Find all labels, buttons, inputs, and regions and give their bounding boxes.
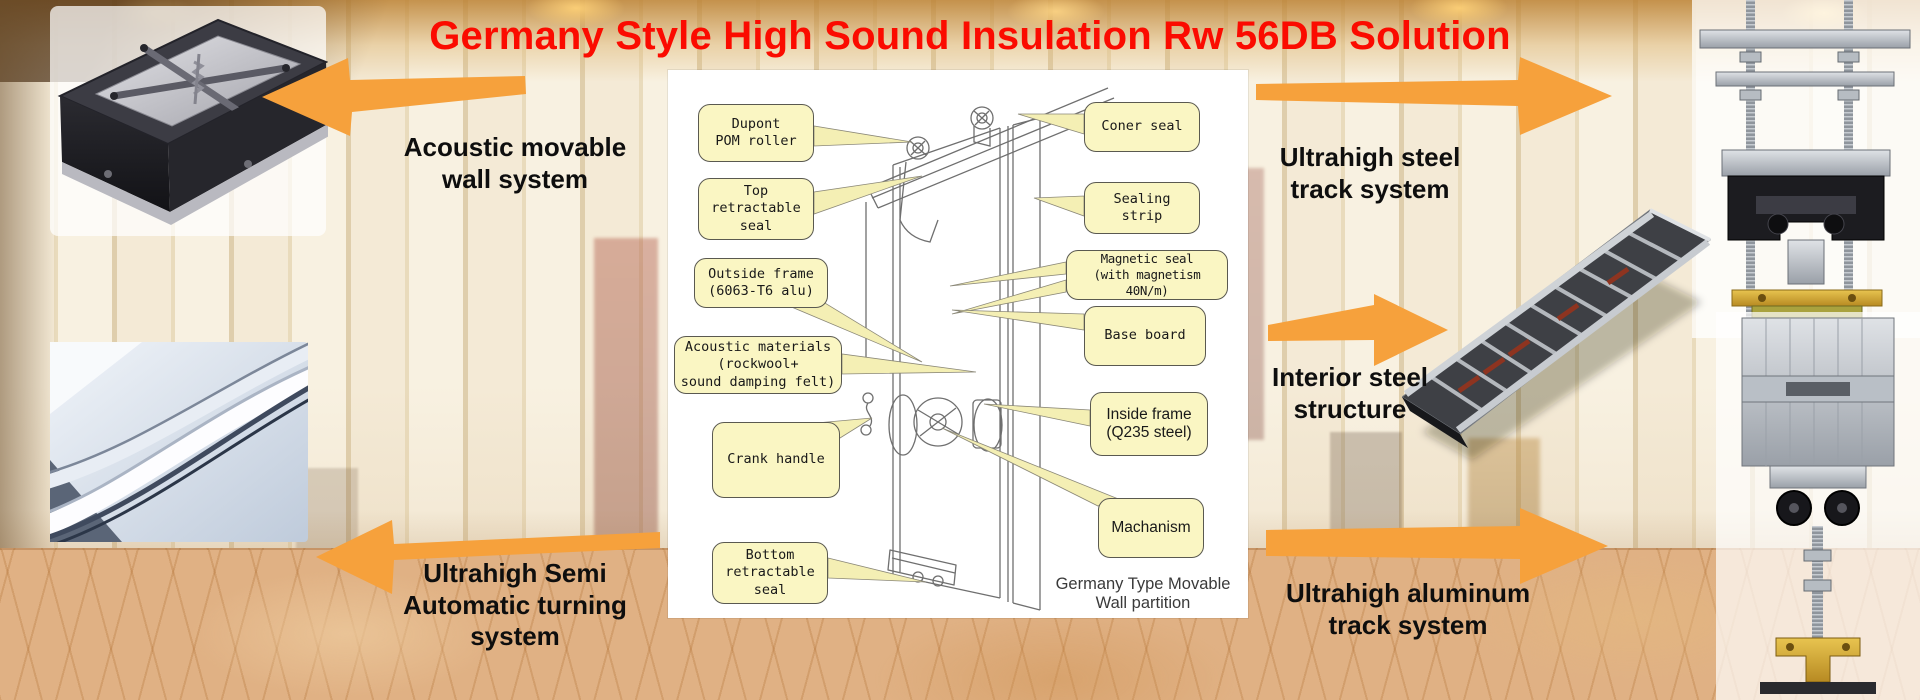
label-acoustic-movable-wall-system: Acoustic movable wall system	[403, 132, 627, 194]
steel-track-photo-art	[1692, 0, 1920, 338]
label-ultrahigh-steel-track-system: Ultrahigh steel track system	[1279, 142, 1461, 204]
steel-track-photo	[1692, 0, 1920, 338]
page-title: Germany Style High Sound Insulation Rw 5…	[429, 14, 1511, 58]
callout-top-retractable-seal: Top retractable seal	[698, 178, 814, 240]
label-ultrahigh-semi-automatic-turning-system: Ultrahigh Semi Automatic turning system	[403, 558, 627, 652]
semi-automatic-turning-photo-art	[36, 340, 317, 551]
callout-coner-seal: Coner seal	[1084, 102, 1200, 152]
acoustic-movable-wall-photo-art	[50, 6, 329, 236]
callout-inside-frame: Inside frame (Q235 steel)	[1090, 392, 1208, 456]
leader-lines	[792, 113, 1118, 583]
callout-machanism: Machanism	[1098, 498, 1204, 558]
aluminum-track-photo	[1716, 312, 1920, 700]
callout-sealing-strip: Sealing strip	[1084, 182, 1200, 234]
semi-automatic-turning-photo	[36, 340, 317, 551]
acoustic-movable-wall-photo	[48, 4, 329, 244]
diagram-caption: Germany Type Movable Wall partition	[1055, 575, 1231, 613]
callout-outside-frame: Outside frame (6063-T6 alu)	[694, 258, 828, 308]
label-ultrahigh-aluminum-track-system: Ultrahigh aluminum track system	[1285, 578, 1531, 640]
callout-acoustic-materials: Acoustic materials (rockwool+ sound damp…	[674, 336, 842, 394]
label-interior-steel-structure: Interior steel structure	[1271, 362, 1429, 424]
callout-dupont-pom-roller: Dupont POM roller	[698, 104, 814, 162]
aluminum-track-photo-art	[1716, 312, 1920, 700]
interior-steel-structure-photo-art	[1401, 208, 1711, 460]
callout-magnetic-seal: Magnetic seal (with magnetism 40N/m)	[1066, 250, 1228, 300]
wall-partition-diagram-panel: Dupont POM roller Top retractable seal O…	[668, 70, 1248, 618]
interior-steel-structure-photo	[1401, 182, 1717, 467]
callout-base-board: Base board	[1084, 306, 1206, 366]
red-wall-column	[594, 238, 658, 568]
callout-crank-handle: Crank handle	[712, 422, 840, 498]
callout-bottom-retractable-seal: Bottom retractable seal	[712, 542, 828, 604]
